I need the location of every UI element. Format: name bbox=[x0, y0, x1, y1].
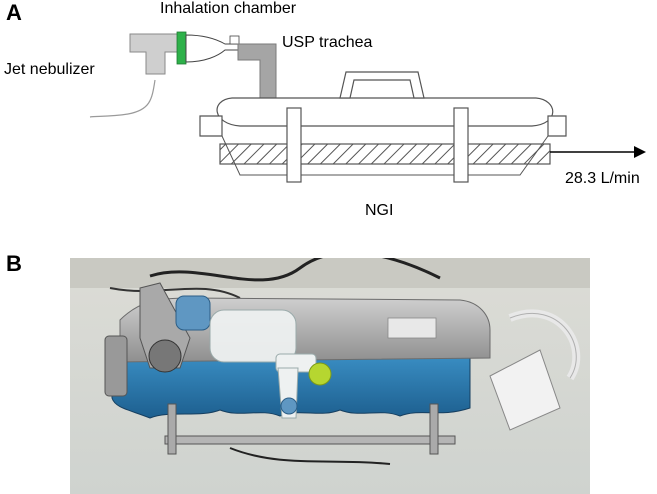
front-support-rail bbox=[164, 435, 456, 445]
inhalation-chamber-photo bbox=[209, 309, 297, 363]
flow-rate-label: 28.3 L/min bbox=[565, 170, 640, 187]
usp-trachea-shape bbox=[237, 43, 277, 101]
jet-nebulizer-shape bbox=[129, 33, 179, 75]
ngi-label: NGI bbox=[365, 202, 394, 219]
jet-nebulizer-label: Jet nebulizer bbox=[4, 61, 95, 78]
panel-b-label: B bbox=[6, 251, 22, 276]
inhalation-chamber-label: Inhalation chamber bbox=[160, 0, 297, 17]
ngi-body bbox=[216, 97, 554, 127]
nebulizer-cap bbox=[308, 362, 332, 386]
ngi-handle bbox=[339, 71, 425, 99]
ngi-clamp-left bbox=[286, 107, 302, 183]
mouthpiece-ring bbox=[176, 31, 187, 65]
setup-schematic bbox=[89, 31, 646, 183]
mouthpiece-adaptor bbox=[175, 295, 211, 331]
setup-photo bbox=[70, 258, 590, 494]
ngi-clamp-right bbox=[453, 107, 469, 183]
usp-trachea-label: USP trachea bbox=[282, 34, 373, 51]
ngi-base-hatched bbox=[219, 143, 551, 165]
flow-meter bbox=[489, 349, 561, 431]
panel-a-label: A bbox=[6, 0, 22, 25]
nebulizer-tube bbox=[89, 79, 156, 118]
